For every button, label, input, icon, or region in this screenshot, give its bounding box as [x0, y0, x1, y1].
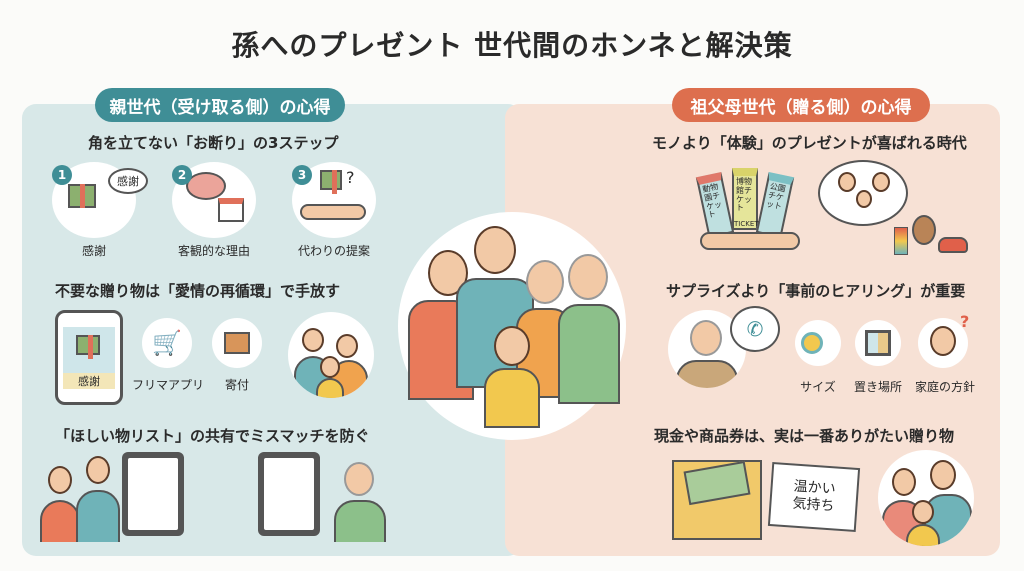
- gift-icon: [320, 170, 342, 194]
- tape-measure-icon: [795, 320, 841, 366]
- gift-icon: [68, 184, 96, 208]
- right-section2-heading: サプライズより「事前のヒアリング」が重要: [666, 282, 966, 300]
- ticket: 公園チケット: [755, 171, 795, 239]
- right-section3-heading: 現金や商品券は、実は一番ありがたい贈り物: [654, 427, 955, 445]
- family-center-illustration: [398, 212, 626, 440]
- step-number: 3: [292, 165, 312, 185]
- family-illustration: [288, 312, 374, 398]
- happy-family-illustration: [878, 450, 974, 546]
- step-label: 代わりの提案: [297, 244, 370, 258]
- thought-bubble-family: [818, 160, 908, 226]
- item-label: 寄付: [224, 378, 249, 392]
- item-label: サイズ: [800, 380, 836, 394]
- phone-call-icon: ✆: [730, 306, 780, 352]
- left-section3-heading: 「ほしい物リスト」の共有でミスマッチを防ぐ: [55, 427, 370, 445]
- right-section1-heading: モノより「体験」のプレゼントが喜ばれる時代: [652, 134, 967, 152]
- right-header: 祖父母世代（贈る側）の心得: [672, 88, 930, 122]
- shopping-cart-icon: 🛒: [142, 318, 192, 368]
- step-number: 1: [52, 165, 72, 185]
- item-label: フリマアプリ: [131, 378, 204, 392]
- message-card: 温かい気持ち: [767, 462, 861, 532]
- brain-house-icon: [172, 162, 256, 238]
- cash-envelope-icon: [672, 460, 762, 540]
- ticket: 動物園チケット: [695, 171, 735, 239]
- toys-icon: [890, 215, 990, 265]
- ticket: 博物館チケット: [732, 168, 758, 230]
- grandfather-phone-illustration: [668, 310, 746, 388]
- woman-question-icon: ?: [918, 312, 969, 368]
- tickets-in-hand: 動物園チケット 博物館チケット 公園チケット TICKET: [690, 160, 810, 260]
- left-header: 親世代（受け取る側）の心得: [95, 88, 345, 122]
- page-title: 孫へのプレゼント 世代間のホンネと解決策: [231, 29, 793, 62]
- speech-bubble: 感謝: [108, 168, 148, 194]
- item-label: 置き場所: [853, 380, 902, 394]
- grandmother-illustration: [330, 460, 390, 542]
- left-section1-heading: 角を立てない「お断り」の3ステップ: [88, 134, 339, 152]
- left-section2-heading: 不要な贈り物は「愛情の再循環」で手放す: [55, 282, 341, 300]
- wishlist-tablet[interactable]: [258, 452, 320, 536]
- cardboard-box-icon: [212, 318, 262, 368]
- step-label: 感謝: [81, 244, 106, 258]
- smartphone-icon: 感謝: [55, 310, 123, 405]
- step-label: 客観的な理由: [177, 244, 250, 258]
- item-label: 家庭の方針: [914, 380, 975, 394]
- parents-illustration: [40, 452, 120, 542]
- floor-plan-icon: [855, 320, 901, 366]
- wishlist-tablet[interactable]: [122, 452, 184, 536]
- step-number: 2: [172, 165, 192, 185]
